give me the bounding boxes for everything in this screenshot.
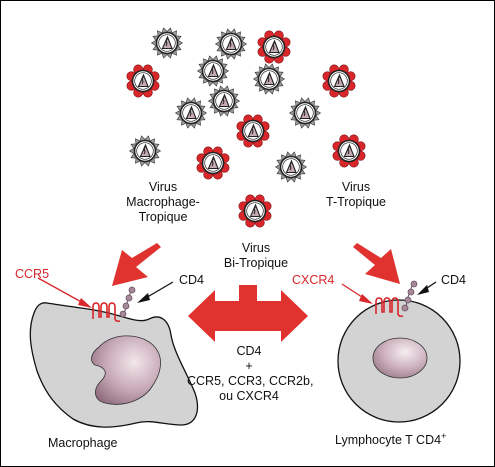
arrow-macrophage-virus [112, 234, 161, 286]
coreceptor-list-label: CD4 + CCR5, CCR3, CCR2b, ou CXCR4 [187, 344, 314, 403]
red-virion [257, 30, 291, 64]
gray-virion [174, 97, 208, 129]
gray-virion [150, 27, 184, 59]
virion-group [126, 27, 366, 228]
macrophage-cd4-bead [128, 286, 136, 294]
lymphocyte-cd4-bead [404, 296, 412, 304]
gray-virion [274, 151, 308, 183]
cxcr4-receptor [375, 297, 404, 318]
gray-virion [288, 97, 322, 129]
cxcr4-pointer-arrow [341, 283, 373, 304]
red-virion [238, 194, 272, 228]
red-virion [236, 114, 270, 148]
cd4-label-left: CD4 [179, 273, 205, 287]
red-virion [196, 146, 230, 180]
lymphocyte-label: Lymphocyte T CD4+ [335, 431, 447, 448]
red-virion [332, 134, 366, 168]
arrow-bi-virus [188, 285, 308, 342]
gray-virion [196, 55, 230, 87]
arrow-t-virus [353, 234, 400, 284]
cd4-left-pointer-arrow [137, 281, 174, 303]
lymphocyte-nucleus [372, 337, 428, 379]
lymphocyte-cd4-bead [401, 304, 409, 312]
ccr5-label: CCR5 [15, 267, 50, 281]
red-virion [322, 64, 356, 98]
macrophage-cd4-bead [119, 310, 127, 318]
cd4-right-pointer-arrow [417, 281, 437, 295]
lymphocyte-label-superscript: + [441, 431, 447, 441]
macrophage-label: Macrophage [48, 436, 118, 450]
t-tropic-virus-label: Virus T-Tropique [326, 180, 386, 209]
ccr5-pointer-arrow [37, 277, 92, 308]
lymphocyte-cd4-bead [407, 288, 415, 296]
gray-virion [252, 63, 286, 95]
lymphocyte-cd4-bead [410, 280, 418, 288]
macrophage-cd4-bead [122, 302, 130, 310]
gray-virion [207, 85, 241, 117]
lymphocyte-label-text: Lymphocyte T CD4 [335, 433, 442, 447]
macrophage-nucleus [91, 335, 161, 405]
ccr5-receptor [92, 302, 121, 323]
gray-virion [214, 28, 248, 60]
gray-virion [128, 135, 162, 167]
cd4-label-right: CD4 [441, 273, 467, 287]
macrophage-cd4-bead [125, 294, 133, 302]
cxcr4-label: CXCR4 [292, 273, 335, 287]
bi-tropic-virus-label: Virus Bi-Tropique [223, 241, 289, 270]
macrophage-tropic-virus-label: Virus Macrophage- Tropique [126, 180, 200, 224]
red-virion [126, 64, 160, 98]
